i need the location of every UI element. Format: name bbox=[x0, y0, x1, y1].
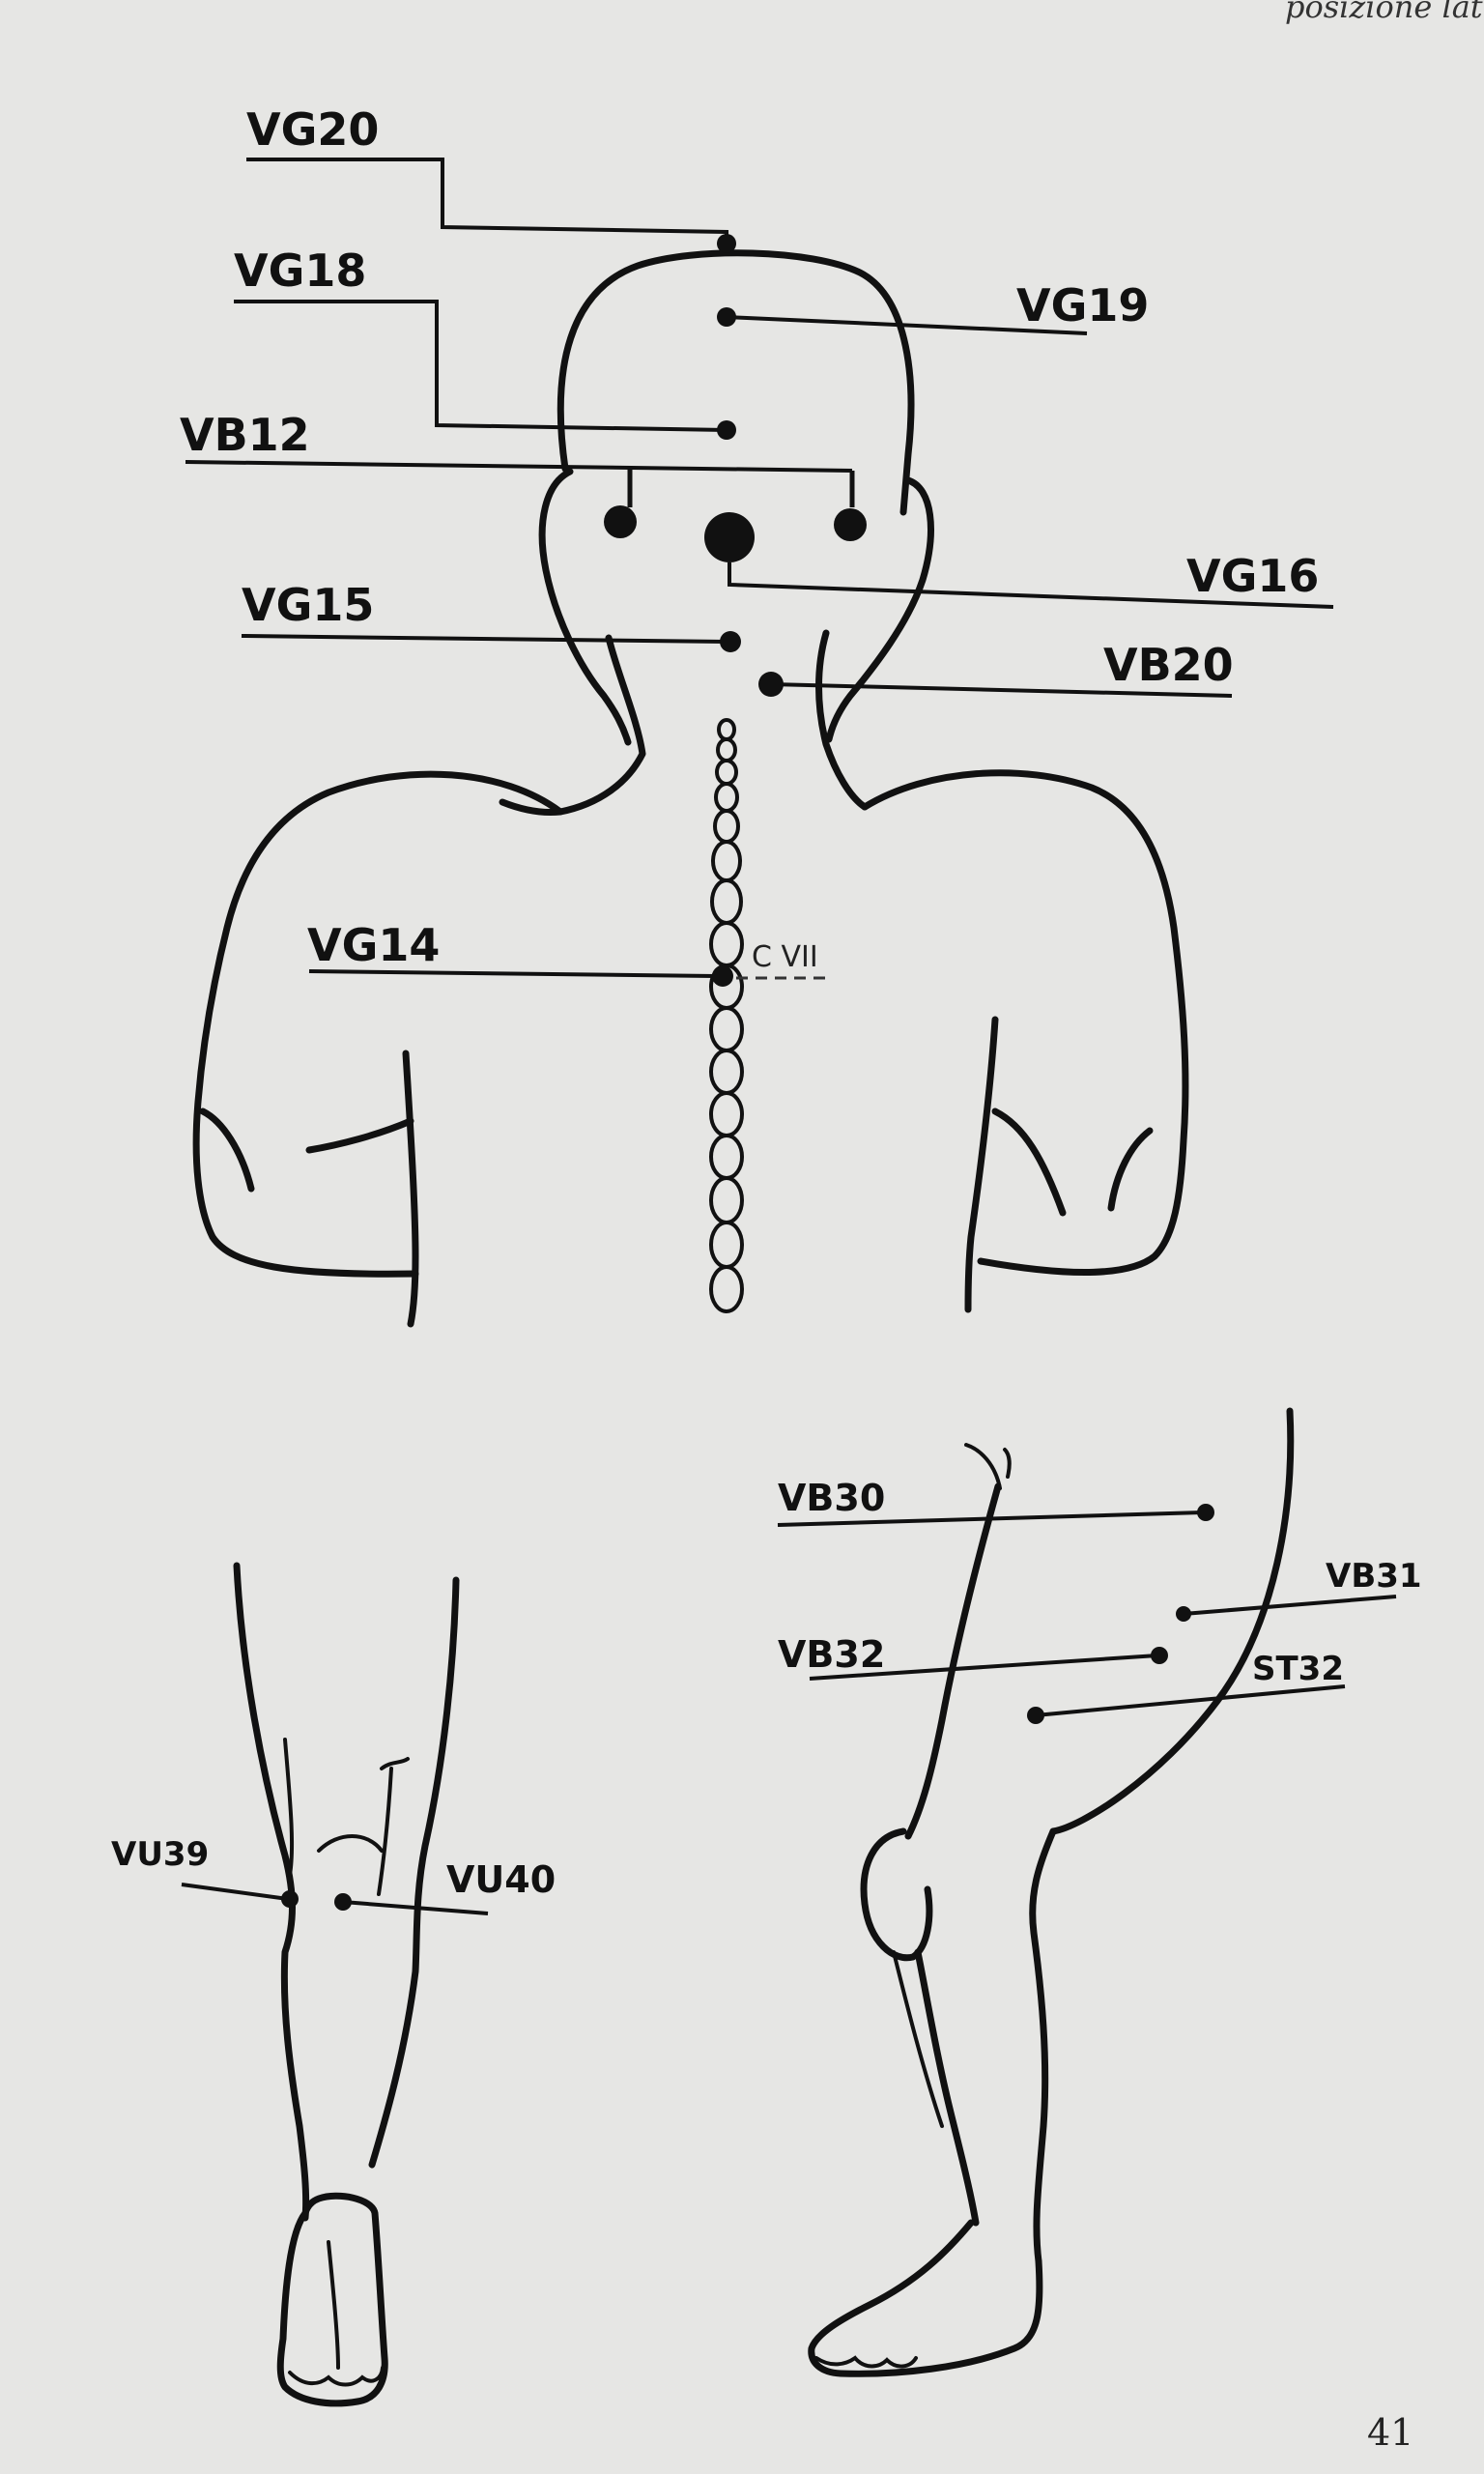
left-elbow-crease bbox=[199, 1108, 255, 1193]
vb32-point bbox=[1151, 1647, 1168, 1664]
vg16-label: VG16 bbox=[1186, 550, 1319, 602]
vg18-point bbox=[717, 420, 736, 440]
vertebra bbox=[709, 921, 744, 967]
vg14-leader bbox=[308, 969, 716, 978]
vg16-point bbox=[704, 512, 755, 562]
knee-right-line bbox=[377, 1767, 393, 1896]
vg15-leader bbox=[241, 634, 728, 644]
vg20-point bbox=[717, 234, 736, 253]
right-elbow-crease bbox=[991, 1108, 1067, 1217]
side-calf-back bbox=[1029, 1827, 1057, 2265]
vu40-point bbox=[334, 1893, 352, 1911]
vu39-leader bbox=[181, 1883, 289, 1901]
vertebra bbox=[716, 737, 737, 762]
vg18-label: VG18 bbox=[234, 245, 366, 297]
vg19-label: VG19 bbox=[1016, 279, 1149, 331]
vb30-label: VB30 bbox=[778, 1477, 885, 1519]
neck-left bbox=[499, 634, 646, 816]
vb12-right-point bbox=[834, 508, 867, 541]
neck-right bbox=[815, 629, 869, 811]
vertebra bbox=[711, 840, 742, 882]
vg16-leader bbox=[728, 562, 1334, 609]
hip-mark bbox=[964, 1443, 1002, 1490]
vertebra bbox=[709, 1006, 744, 1052]
front-foot-toes bbox=[288, 2366, 385, 2387]
left-ear bbox=[538, 468, 632, 746]
vg20-leader bbox=[246, 158, 728, 244]
head-outline bbox=[556, 249, 915, 516]
front-leg-right-contour bbox=[368, 1576, 460, 2169]
side-leg-front-contour bbox=[1049, 1407, 1295, 1835]
side-calf-front bbox=[914, 1948, 980, 2227]
vu39-point bbox=[281, 1890, 299, 1908]
vertebra bbox=[709, 1221, 744, 1269]
side-knee bbox=[860, 1827, 933, 1962]
page-header-fragment: posizione lateral bbox=[1285, 0, 1484, 25]
knee-cap-arc bbox=[317, 1834, 384, 1853]
vb31-label: VB31 bbox=[1326, 1557, 1422, 1596]
st32-label: ST32 bbox=[1252, 1650, 1344, 1688]
vg15-label: VG15 bbox=[242, 579, 374, 631]
vg18-leader bbox=[234, 300, 728, 432]
back-figure bbox=[192, 249, 1189, 1328]
vertebra bbox=[714, 782, 739, 813]
spine bbox=[709, 718, 744, 1313]
page-number: 41 bbox=[1367, 2411, 1413, 2454]
vu40-label: VU40 bbox=[446, 1858, 556, 1901]
vb32-leader bbox=[809, 1654, 1158, 1681]
vg19-point bbox=[717, 307, 736, 327]
vg19-leader bbox=[726, 315, 1088, 335]
hip-mark-2 bbox=[1003, 1448, 1012, 1479]
vb31-point bbox=[1176, 1606, 1191, 1622]
left-elbow-crease-2 bbox=[305, 1117, 414, 1154]
shin-line bbox=[892, 1950, 944, 2128]
vg14-label: VG14 bbox=[307, 919, 440, 971]
vb32-label: VB32 bbox=[778, 1633, 885, 1676]
knee-top-mark bbox=[380, 1757, 410, 1770]
front-leg-left-contour bbox=[233, 1562, 310, 2222]
vertebra bbox=[709, 1134, 744, 1180]
vertebra bbox=[717, 718, 736, 741]
right-inner-arm bbox=[964, 1016, 999, 1313]
vb12-left-point bbox=[604, 505, 637, 538]
left-shoulder-arm bbox=[192, 770, 564, 1278]
vu39-label: VU39 bbox=[111, 1835, 209, 1874]
front-foot bbox=[276, 2192, 388, 2407]
vb30-leader bbox=[777, 1510, 1204, 1527]
side-foot bbox=[808, 2219, 1043, 2377]
vb31-leader bbox=[1183, 1595, 1397, 1616]
side-leg: VB30 VB31 VB32 ST32 bbox=[777, 1407, 1422, 2377]
vb12-leader bbox=[185, 460, 853, 473]
st32-leader bbox=[1035, 1684, 1346, 1717]
left-inner-arm bbox=[402, 1050, 419, 1328]
vu40-leader bbox=[342, 1900, 489, 1915]
vertebra bbox=[715, 759, 738, 786]
side-foot-toes bbox=[814, 2355, 918, 2369]
vg15-point bbox=[720, 631, 741, 652]
right-shoulder-arm bbox=[861, 769, 1189, 1276]
cvii-label: C VII bbox=[752, 940, 818, 974]
right-elbow-crease-2 bbox=[1107, 1127, 1154, 1212]
front-leg: VU39 VU40 bbox=[111, 1562, 556, 2407]
vb20-label: VB20 bbox=[1103, 639, 1234, 691]
vertebra bbox=[713, 809, 740, 844]
vb12-label: VB12 bbox=[180, 409, 310, 461]
st32-point bbox=[1027, 1707, 1044, 1724]
head-points: VG20 VG18 VG19 VB12 VG16 VG15 VB20 VG14 bbox=[180, 103, 1334, 987]
vertebra bbox=[709, 1176, 744, 1224]
vertebra bbox=[709, 1265, 744, 1313]
vertebra bbox=[709, 1049, 744, 1095]
vg14-point bbox=[712, 965, 733, 987]
vb20-point bbox=[758, 672, 784, 697]
vg20-label: VG20 bbox=[246, 103, 379, 156]
vb20-leader bbox=[770, 682, 1233, 698]
vertebra bbox=[710, 878, 743, 925]
vb30-point bbox=[1197, 1504, 1214, 1521]
knee-left-line bbox=[283, 1738, 295, 1877]
side-leg-back-contour bbox=[904, 1482, 1002, 1840]
front-foot-tendon bbox=[327, 2240, 340, 2370]
right-ear bbox=[825, 476, 934, 743]
vertebra bbox=[709, 1091, 744, 1137]
